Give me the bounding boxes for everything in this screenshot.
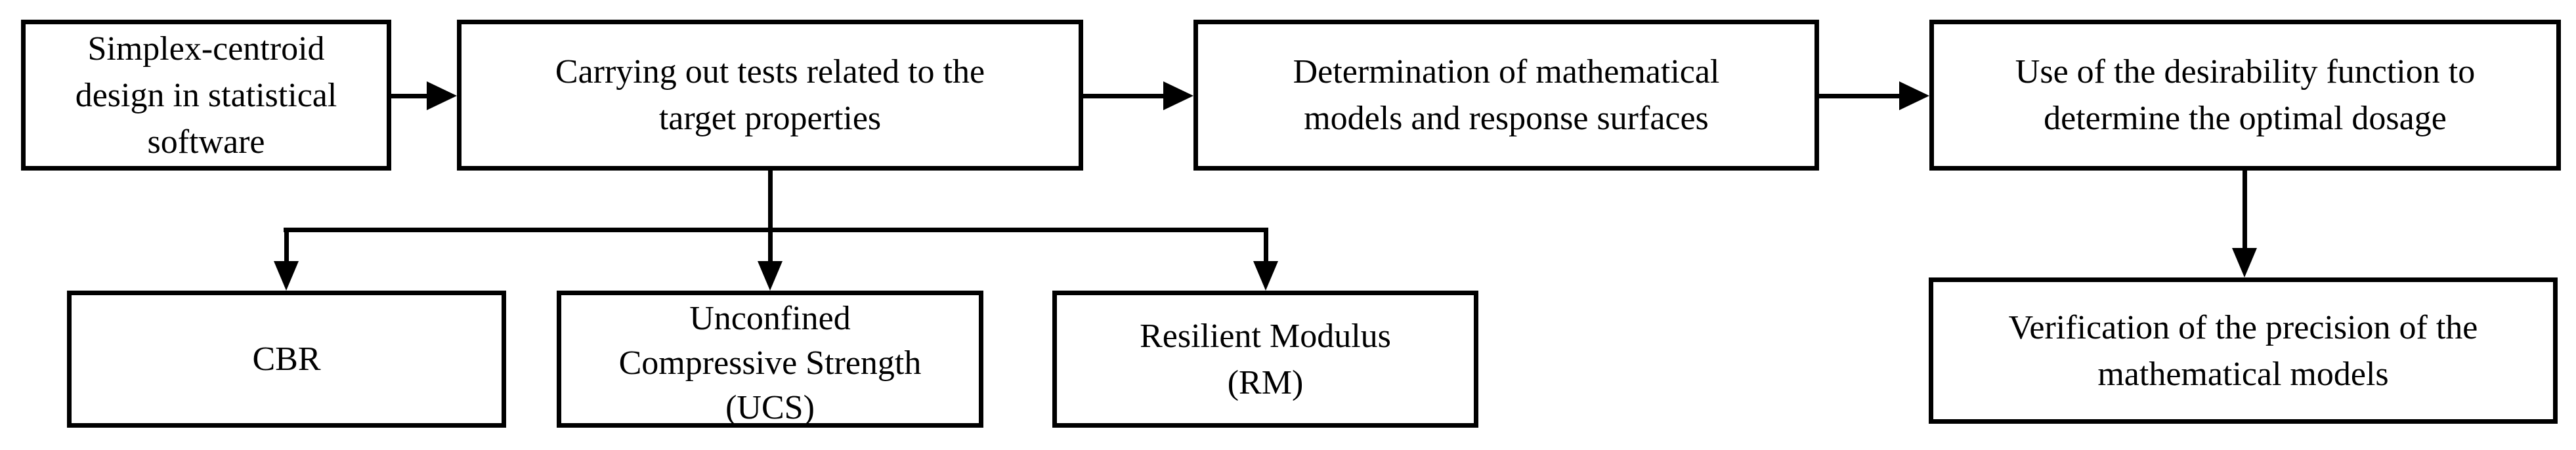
box-text-line: mathematical models bbox=[2097, 355, 2389, 393]
arrowhead-down-icon bbox=[758, 261, 783, 291]
arrowhead-down-icon bbox=[2232, 248, 2257, 277]
flow-box-verification-precision: Verification of the precision of the mat… bbox=[1929, 277, 2558, 424]
flow-box-resilient-modulus: Resilient Modulus (RM) bbox=[1052, 291, 1478, 428]
box-text-line: Resilient Modulus bbox=[1140, 317, 1391, 355]
branch-horizontal-line bbox=[284, 228, 1268, 232]
flow-box-determination-models: Determination of mathematical models and… bbox=[1193, 20, 1819, 171]
box-text-line: design in statistical bbox=[75, 76, 337, 114]
box-text-line: Unconfined bbox=[689, 300, 851, 337]
box-text-line: Determination of mathematical bbox=[1293, 53, 1720, 91]
box-text-line: models and response surfaces bbox=[1304, 100, 1709, 137]
box-text-line: Simplex-centroid bbox=[87, 30, 325, 68]
arrowhead-down-icon bbox=[274, 261, 299, 291]
arrow-line bbox=[2243, 171, 2247, 253]
flow-box-cbr: CBR bbox=[67, 291, 506, 428]
flow-box-ucs: Unconfined Compressive Strength (UCS) bbox=[557, 291, 983, 428]
box-text-line: target properties bbox=[658, 100, 882, 137]
arrow-line bbox=[1264, 228, 1268, 265]
arrow-line bbox=[284, 228, 289, 265]
box-text-line: (RM) bbox=[1227, 363, 1304, 401]
arrow-line bbox=[1083, 94, 1166, 98]
flow-box-simplex-centroid-design: Simplex-centroid design in statistical s… bbox=[21, 20, 391, 171]
box-text-line: (UCS) bbox=[725, 389, 815, 426]
box-text-line: Compressive Strength bbox=[618, 344, 922, 382]
arrowhead-right-icon bbox=[1163, 81, 1193, 110]
arrow-line bbox=[768, 228, 773, 265]
arrowhead-right-icon bbox=[1899, 81, 1929, 110]
box-text-line: software bbox=[147, 123, 265, 161]
flow-box-desirability-function: Use of the desirability function to dete… bbox=[1929, 20, 2561, 171]
arrow-line bbox=[391, 94, 429, 98]
box-text-line: Use of the desirability function to bbox=[2015, 53, 2476, 91]
branch-stem-line bbox=[768, 171, 773, 232]
box-text-line: Carrying out tests related to the bbox=[555, 53, 985, 91]
arrowhead-down-icon bbox=[1253, 261, 1278, 291]
arrowhead-right-icon bbox=[427, 81, 457, 110]
box-text-line: determine the optimal dosage bbox=[2044, 100, 2447, 137]
arrow-line bbox=[1819, 94, 1902, 98]
box-text-line: Verification of the precision of the bbox=[2008, 308, 2478, 346]
box-text-line: CBR bbox=[252, 340, 321, 378]
flow-box-carrying-out-tests: Carrying out tests related to the target… bbox=[457, 20, 1083, 171]
